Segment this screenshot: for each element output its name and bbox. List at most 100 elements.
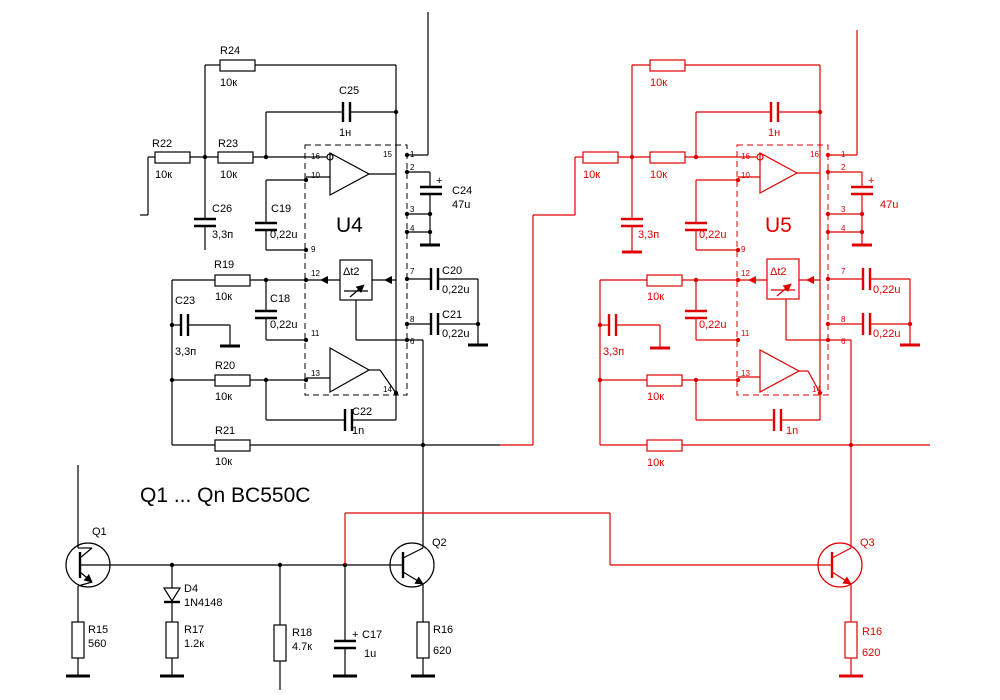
u4-delay-symbol: Δt2 [343, 266, 360, 278]
svg-text:10к: 10к [155, 169, 172, 181]
svg-text:16: 16 [311, 152, 320, 161]
d4-diode [162, 587, 182, 603]
svg-text:10к: 10к [650, 77, 667, 89]
svg-text:10: 10 [311, 171, 320, 180]
svg-text:12: 12 [311, 269, 320, 278]
svg-text:10к: 10к [647, 291, 664, 303]
bottom-section: Q1 ... Qn BC550C Q1 R15 560 D4 1N4148 R1… [65, 465, 882, 690]
svg-text:10к: 10к [647, 391, 664, 403]
svg-text:10к: 10к [215, 391, 232, 403]
svg-text:0,22u: 0,22u [270, 229, 298, 241]
svg-text:Q2: Q2 [432, 537, 447, 549]
svg-text:R17: R17 [184, 624, 204, 636]
u5-r-bot [646, 439, 683, 452]
svg-text:Δt2: Δt2 [770, 266, 787, 278]
u4-upper-comparator [329, 151, 371, 197]
svg-text:10к: 10к [220, 169, 237, 181]
svg-text:3: 3 [410, 205, 415, 214]
svg-text:10к: 10к [215, 456, 232, 468]
svg-text:C22: C22 [352, 406, 372, 418]
svg-text:620: 620 [862, 647, 880, 659]
svg-text:14: 14 [812, 385, 821, 394]
svg-text:1n: 1n [352, 425, 364, 437]
svg-text:9: 9 [741, 245, 746, 254]
svg-text:R16: R16 [433, 624, 453, 636]
u5-r-top [649, 59, 686, 72]
svg-text:47u: 47u [880, 199, 898, 211]
svg-text:C25: C25 [339, 85, 359, 97]
svg-text:C18: C18 [270, 293, 290, 305]
u5-ref-label: U5 [765, 214, 792, 237]
svg-text:0,22u: 0,22u [442, 328, 470, 340]
svg-text:R18: R18 [292, 627, 312, 639]
r19-resistor [214, 274, 251, 287]
r21-resistor [214, 439, 251, 452]
svg-text:9: 9 [311, 245, 316, 254]
r17-resistor [165, 621, 179, 659]
r20-resistor [214, 374, 251, 387]
svg-text:14: 14 [383, 385, 392, 394]
u5-r-low [646, 374, 683, 387]
svg-text:15: 15 [383, 150, 392, 159]
svg-text:47u: 47u [452, 199, 470, 211]
svg-text:0,22u: 0,22u [270, 319, 298, 331]
svg-text:1.2к: 1.2к [184, 638, 204, 650]
svg-text:R15: R15 [88, 624, 108, 636]
svg-text:C23: C23 [175, 295, 195, 307]
svg-text:560: 560 [88, 638, 106, 650]
svg-text:16: 16 [741, 152, 750, 161]
svg-text:3,3п: 3,3п [212, 229, 233, 241]
r16-resistor [416, 621, 430, 659]
u5-upper-comparator [759, 151, 799, 195]
svg-text:3,3п: 3,3п [175, 346, 196, 358]
svg-text:6: 6 [841, 337, 846, 346]
svg-text:1N4148: 1N4148 [184, 597, 223, 609]
q2-transistor [389, 542, 435, 588]
svg-text:10к: 10к [650, 169, 667, 181]
svg-text:0,22u: 0,22u [699, 229, 727, 241]
u5-lower-comparator [759, 348, 801, 394]
svg-text:0,22u: 0,22u [699, 319, 727, 331]
svg-text:C20: C20 [442, 265, 462, 277]
svg-text:R23: R23 [218, 138, 238, 150]
u5-circuit: U5 Δt2 16 10 9 12 11 13 16 14 1 2 3 4 7 … [500, 30, 930, 548]
svg-text:Q1: Q1 [92, 526, 107, 538]
svg-text:16: 16 [810, 150, 819, 159]
svg-text:10к: 10к [220, 77, 237, 89]
u5-package-outline [736, 144, 829, 396]
u4-ref-label: U4 [336, 214, 363, 237]
svg-text:R24: R24 [220, 45, 240, 57]
r22-resistor [154, 151, 191, 164]
svg-text:3,3п: 3,3п [638, 229, 659, 241]
svg-text:0,22u: 0,22u [442, 284, 470, 296]
svg-text:R21: R21 [215, 425, 235, 437]
transistor-note: Q1 ... Qn BC550C [140, 484, 310, 507]
svg-text:2: 2 [841, 163, 846, 172]
svg-text:+: + [436, 175, 442, 187]
svg-text:6: 6 [410, 337, 415, 346]
svg-text:7: 7 [410, 267, 415, 276]
r23-resistor [217, 151, 254, 164]
r16b-resistor [844, 621, 858, 659]
u4-circuit: U4 Δt2 16 10 9 12 11 13 15 14 1 2 3 4 7 … [140, 12, 500, 548]
svg-text:C19: C19 [271, 203, 291, 215]
svg-text:1n: 1n [786, 425, 798, 437]
svg-text:R19: R19 [214, 259, 234, 271]
r24-resistor [219, 59, 256, 72]
svg-text:3: 3 [841, 205, 846, 214]
svg-text:+: + [352, 629, 358, 641]
svg-text:10: 10 [741, 171, 750, 180]
svg-text:13: 13 [311, 369, 320, 378]
svg-text:4.7к: 4.7к [292, 641, 312, 653]
u5-r-mid [646, 274, 683, 287]
svg-text:C21: C21 [442, 309, 462, 321]
u5-delay-block [766, 258, 800, 300]
u5-r-input1 [582, 151, 619, 164]
svg-text:8: 8 [410, 315, 415, 324]
svg-text:C17: C17 [362, 629, 382, 641]
svg-text:R16: R16 [862, 626, 882, 638]
svg-text:3,3п: 3,3п [603, 346, 624, 358]
svg-text:4: 4 [841, 224, 846, 233]
svg-text:12: 12 [741, 269, 750, 278]
